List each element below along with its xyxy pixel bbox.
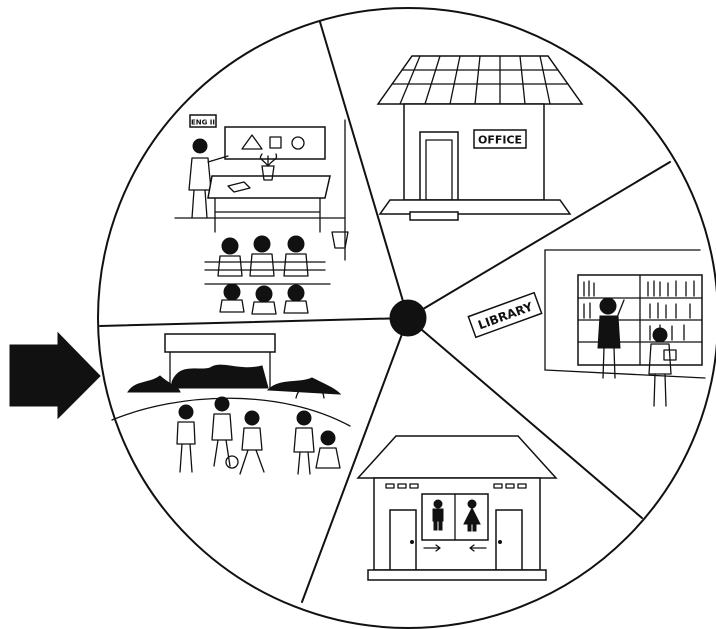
male-symbol-icon: [432, 499, 444, 531]
toilet-block-icon: [356, 435, 558, 581]
board-label: ENG II: [191, 119, 215, 127]
library-icon: LIBRARY: [467, 249, 706, 407]
children-playing: [176, 383, 341, 475]
wheel-rim: [97, 7, 716, 629]
pupils: [204, 235, 331, 315]
wheel-hub: [389, 299, 427, 337]
wheel-dividers: [99, 21, 671, 603]
office-building-icon: OFFICE: [376, 55, 584, 221]
arrow-right-icon: [9, 331, 101, 420]
office-sign-label: OFFICE: [478, 134, 522, 147]
classroom-icon: ENG II: [174, 114, 349, 315]
female-symbol-icon: [463, 499, 481, 532]
playground-icon: [111, 333, 351, 475]
